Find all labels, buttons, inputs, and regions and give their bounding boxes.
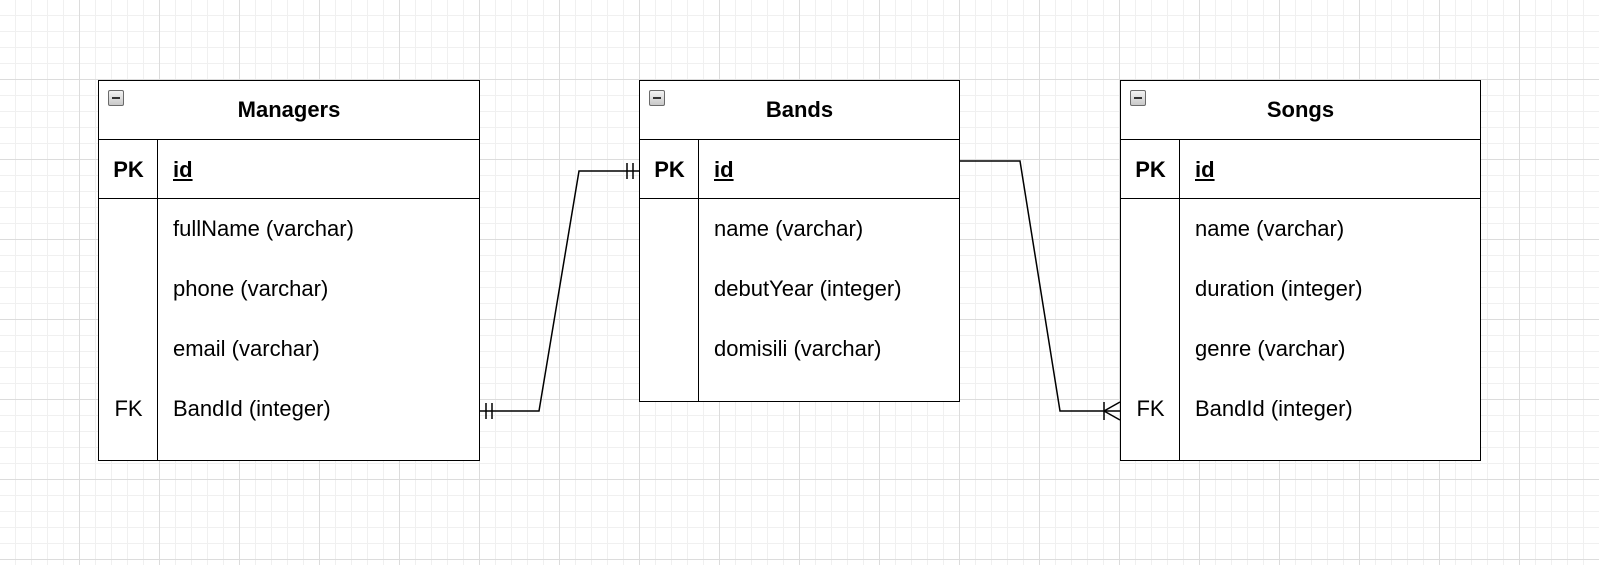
minus-box-icon[interactable]: [108, 90, 124, 106]
attribute-row[interactable]: phone (varchar): [99, 259, 479, 318]
attribute-key: FK: [114, 396, 143, 421]
one-or-many-marker: [1103, 410, 1121, 421]
entity-bands[interactable]: Bands PK id name (varchar) debutYear (in…: [639, 80, 960, 402]
entity-header[interactable]: Managers: [99, 81, 479, 140]
primary-key-row[interactable]: PK id: [640, 140, 959, 199]
attribute-name: BandId (integer): [1195, 396, 1353, 421]
minus-box-icon[interactable]: [649, 90, 665, 106]
attribute-list: name (varchar) debutYear (integer) domis…: [640, 199, 959, 401]
attribute-row[interactable]: FK BandId (integer): [99, 379, 479, 438]
entity-title: Managers: [237, 97, 341, 122]
minus-box-icon[interactable]: [1130, 90, 1146, 106]
attribute-name: phone (varchar): [173, 276, 329, 301]
column-divider: [1179, 140, 1180, 198]
pk-field: id: [714, 157, 734, 182]
pk-label: PK: [654, 157, 685, 182]
attribute-name: BandId (integer): [173, 396, 331, 421]
attribute-row[interactable]: fullName (varchar): [99, 199, 479, 258]
column-divider: [698, 140, 699, 198]
column-divider: [1179, 199, 1180, 460]
relationship-bands-songs[interactable]: [960, 160, 1121, 421]
connector-line[interactable]: [480, 170, 639, 412]
attribute-list: fullName (varchar) phone (varchar) email…: [99, 199, 479, 460]
entity-title: Songs: [1266, 97, 1335, 122]
relationship-managers-bands[interactable]: [480, 163, 639, 419]
attribute-row[interactable]: email (varchar): [99, 319, 479, 378]
entity-header[interactable]: Bands: [640, 81, 959, 140]
attribute-row[interactable]: duration (integer): [1121, 259, 1480, 318]
attribute-name: email (varchar): [173, 336, 320, 361]
attribute-name: name (varchar): [714, 216, 864, 241]
attribute-row[interactable]: genre (varchar): [1121, 319, 1480, 378]
entity-header[interactable]: Songs: [1121, 81, 1480, 140]
entity-songs[interactable]: Songs PK id name (varchar) duration (int…: [1120, 80, 1481, 461]
attribute-name: name (varchar): [1195, 216, 1345, 241]
attribute-name: domisili (varchar): [714, 336, 882, 361]
attribute-row[interactable]: domisili (varchar): [640, 319, 959, 378]
attribute-name: debutYear (integer): [714, 276, 902, 301]
attribute-name: fullName (varchar): [173, 216, 354, 241]
connector-line[interactable]: [960, 160, 1120, 412]
pk-field: id: [173, 157, 193, 182]
attribute-name: duration (integer): [1195, 276, 1363, 301]
column-divider: [157, 199, 158, 460]
primary-key-row[interactable]: PK id: [1121, 140, 1480, 199]
pk-label: PK: [113, 157, 144, 182]
column-divider: [157, 140, 158, 198]
attribute-row[interactable]: name (varchar): [1121, 199, 1480, 258]
entity-title: Bands: [765, 97, 834, 122]
attribute-row[interactable]: debutYear (integer): [640, 259, 959, 318]
attribute-row[interactable]: name (varchar): [640, 199, 959, 258]
pk-label: PK: [1135, 157, 1166, 182]
primary-key-row[interactable]: PK id: [99, 140, 479, 199]
pk-field: id: [1195, 157, 1215, 182]
entity-managers[interactable]: Managers PK id fullName (varchar) phone …: [98, 80, 480, 461]
attribute-row[interactable]: FK BandId (integer): [1121, 379, 1480, 438]
one-or-many-marker: [1103, 401, 1121, 412]
column-divider: [698, 199, 699, 401]
attribute-list: name (varchar) duration (integer) genre …: [1121, 199, 1480, 460]
attribute-name: genre (varchar): [1195, 336, 1346, 361]
attribute-key: FK: [1136, 396, 1165, 421]
